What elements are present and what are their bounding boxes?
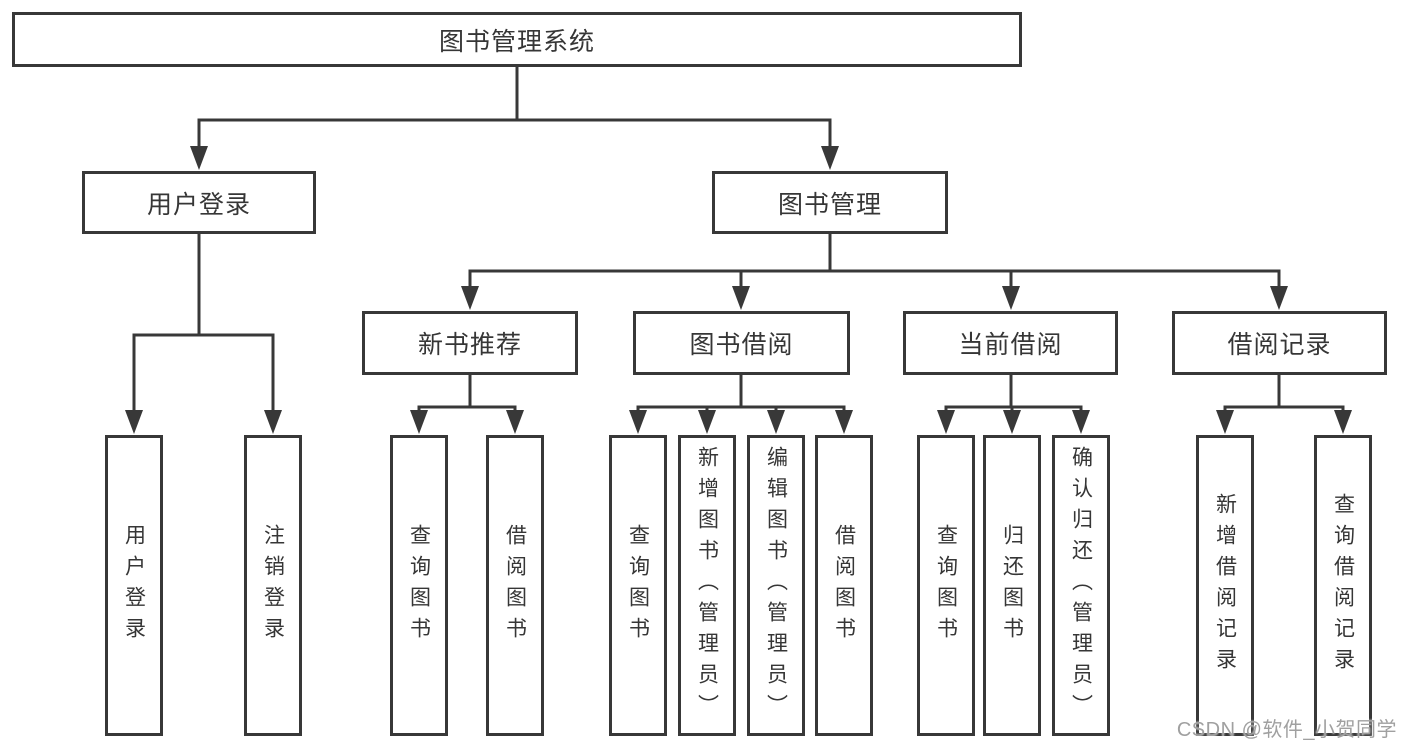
leaf-query-books-current: 查询图书 (917, 435, 975, 736)
node-book-management: 图书管理 (712, 171, 948, 234)
leaf-logout-login: 注销登录 (244, 435, 302, 736)
node-current-borrowing: 当前借阅 (903, 311, 1118, 375)
leaf-query-borrowing-record: 查询借阅记录 (1314, 435, 1372, 736)
node-book-borrowing: 图书借阅 (633, 311, 850, 375)
node-user-login: 用户登录 (82, 171, 316, 234)
leaf-borrow-books-borrowing: 借阅图书 (815, 435, 873, 736)
leaf-query-books-recommend: 查询图书 (390, 435, 448, 736)
node-library-management-system: 图书管理系统 (12, 12, 1022, 67)
node-new-book-recommendation: 新书推荐 (362, 311, 578, 375)
arrowheads (125, 146, 1352, 434)
leaf-add-borrowing-record: 新增借阅记录 (1196, 435, 1254, 736)
leaf-user-login: 用户登录 (105, 435, 163, 736)
leaf-borrow-books-recommend: 借阅图书 (486, 435, 544, 736)
node-borrowing-records: 借阅记录 (1172, 311, 1387, 375)
leaf-edit-books-admin: 编辑图书（管理员） (747, 435, 805, 736)
leaf-confirm-return-admin: 确认归还（管理员） (1052, 435, 1110, 736)
leaf-add-books-admin: 新增图书（管理员） (678, 435, 736, 736)
csdn-watermark: CSDN @软件_小贺同学 (1176, 719, 1397, 741)
leaf-query-books-borrowing: 查询图书 (609, 435, 667, 736)
leaf-return-books: 归还图书 (983, 435, 1041, 736)
